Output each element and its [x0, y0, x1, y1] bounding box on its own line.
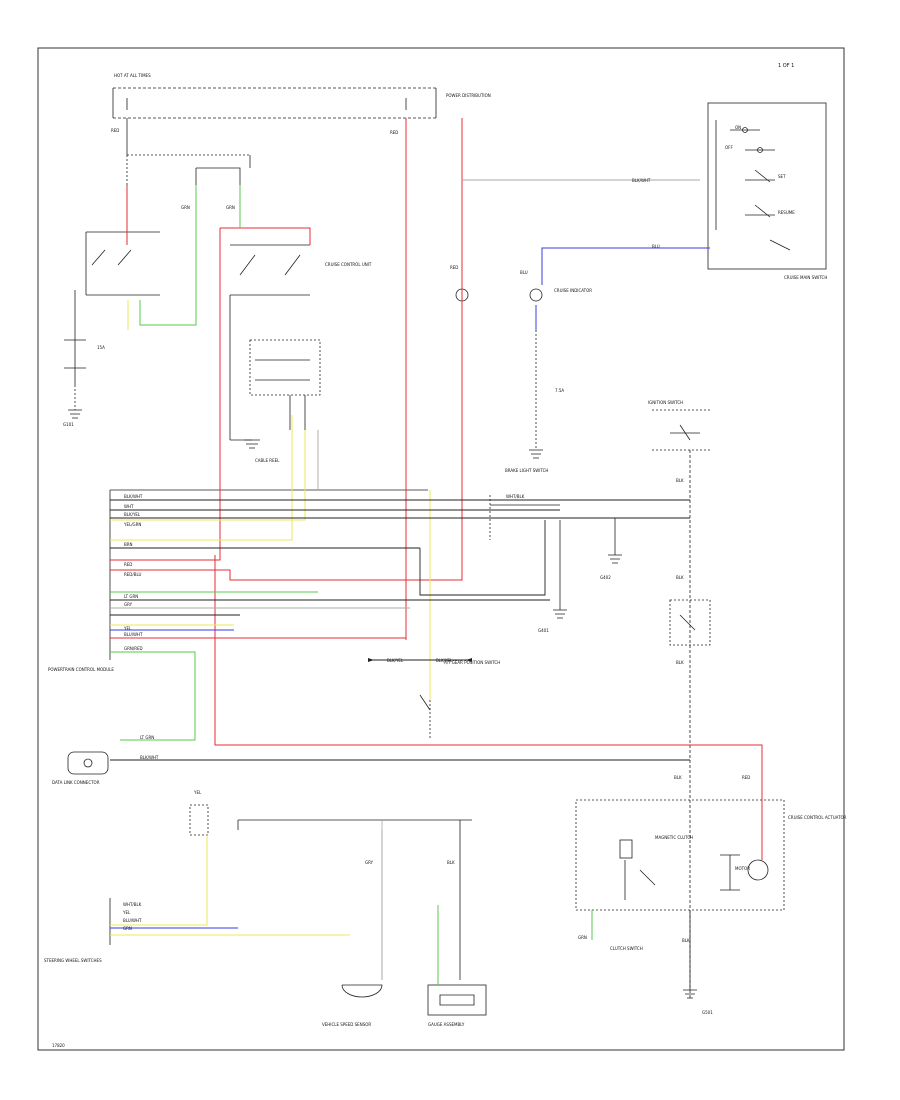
- page-reference: 1 OF 1: [778, 63, 795, 69]
- cruise-relay: [229, 244, 310, 449]
- label-resume: RESUME: [778, 210, 795, 215]
- wire-label-12: GRN/RED: [124, 646, 143, 651]
- label-off: OFF: [725, 145, 733, 150]
- wire-label-6: RED: [124, 562, 133, 567]
- wire-label-17: BLU: [652, 244, 660, 249]
- wire-label-20: WHT/BLK: [123, 902, 142, 907]
- wire-label-14: LT GRN: [140, 735, 155, 740]
- wire-label-10: YEL: [124, 626, 132, 631]
- label-a-t-gear-position: A/T GEAR POSITION SWITCH: [444, 660, 501, 665]
- label-data-link-connector: DATA LINK CONNECTOR: [52, 780, 100, 785]
- diagram-border: [37, 47, 845, 1051]
- label-ground-g401: G401: [538, 628, 549, 633]
- wire-label-39: BLK: [682, 938, 690, 943]
- wire-label-27: GRN: [226, 205, 235, 210]
- wire-label-5: BRN: [124, 542, 133, 547]
- label-pcm: POWERTRAIN CONTROL MODULE: [48, 667, 114, 672]
- gauge-connectors: [237, 819, 487, 1016]
- wires-green: [110, 185, 593, 985]
- pcm-connector: [109, 489, 428, 660]
- wire-label-4: YEL/GRN: [124, 522, 142, 527]
- wire-label-30: BLK: [676, 478, 684, 483]
- control-box: [249, 339, 321, 430]
- power-distribution: [112, 87, 437, 119]
- wire-label-38: GRN: [578, 935, 587, 940]
- dlc: [67, 751, 109, 775]
- label-actuator-motor: MOTOR: [735, 866, 750, 871]
- wire-label-2: WHT: [124, 504, 134, 509]
- cruise-main-switch: [707, 102, 827, 270]
- label-cruise-control-unit: CRUISE CONTROL UNIT: [325, 262, 372, 267]
- label-ignition-switch: IGNITION SWITCH: [648, 400, 684, 405]
- label-fuse-7-5a: 7.5A: [555, 388, 565, 393]
- wire-label-8: LT GRN: [124, 594, 139, 599]
- label-gauge-assembly: GAUGE ASSEMBLY: [428, 1022, 465, 1027]
- label-on: ON: [735, 125, 742, 130]
- wire-label-34: RED: [742, 775, 751, 780]
- wire-label-37: BLK: [447, 860, 455, 865]
- wire-label-7: RED/BLU: [124, 572, 142, 577]
- label-set: SET: [778, 174, 786, 179]
- wire-label-31: BLK: [676, 575, 684, 580]
- brake-indicator: [455, 180, 543, 459]
- label-steering-wheel-switches: STEERING WHEEL SWITCHES: [44, 958, 102, 963]
- wires-red: [110, 118, 763, 860]
- wire-label-32: BLK: [676, 660, 684, 665]
- wire-label-11: BLU/WHT: [124, 632, 143, 637]
- center-connectors: [419, 495, 622, 740]
- wire-label-23: GRN: [123, 926, 132, 931]
- label-vehicle-speed-sensor: VEHICLE SPEED SENSOR: [322, 1022, 372, 1027]
- gauge-lower-connector: [109, 804, 209, 945]
- wire-label-13: WHT/BLK: [506, 494, 525, 499]
- ignition-relay: [669, 599, 711, 646]
- label-clutch-switch: CLUTCH SWITCH: [610, 946, 643, 951]
- wire-label-24: RED: [111, 128, 120, 133]
- main-relay: [64, 231, 160, 419]
- wires-black: [110, 499, 690, 761]
- wire-label-33: BLK: [674, 775, 682, 780]
- wire-label-3: BLK/YEL: [124, 512, 141, 517]
- label-cruise-actuator: CRUISE CONTROL ACTUATOR: [788, 815, 847, 820]
- label-cruise-main-switch: CRUISE MAIN SWITCH: [784, 275, 828, 280]
- center-arrows: [368, 658, 472, 662]
- label-cruise-indicator: CRUISE INDICATOR: [554, 288, 593, 293]
- wire-label-22: BLU/WHT: [123, 918, 142, 923]
- wire-label-36: GRY: [365, 860, 374, 865]
- wire-label-9: GRY: [124, 602, 133, 607]
- wire-label-1: BLK/WHT: [124, 494, 143, 499]
- label-ground-g101: G101: [63, 422, 74, 427]
- diagram-id: 17820: [52, 1043, 65, 1048]
- label-ground-g501: G501: [702, 1010, 713, 1015]
- cruise-actuator: [575, 799, 785, 999]
- wire-label-28: RED: [450, 265, 459, 270]
- wires-gray: [110, 179, 700, 980]
- label-cable-reel: CABLE REEL: [255, 458, 280, 463]
- wires-blue: [110, 247, 710, 929]
- wire-label-35: YEL: [194, 790, 202, 795]
- wire-label-18: BLK/YEL: [387, 658, 404, 663]
- label-power-distribution: POWER DISTRIBUTION: [446, 93, 491, 98]
- label-ground-g402: G402: [600, 575, 611, 580]
- wire-label-26: GRN: [181, 205, 190, 210]
- wire-label-15: BLK/WHT: [140, 755, 159, 760]
- fuse-left: [126, 118, 251, 185]
- wire-label-16: BLK/WHT: [632, 178, 651, 183]
- wire-label-29: BLU: [520, 270, 528, 275]
- wire-label-25: RED: [390, 130, 399, 135]
- label-magnetic-clutch: MAGNETIC CLUTCH: [655, 835, 694, 840]
- wire-label-21: YEL: [123, 910, 131, 915]
- label-brake-light-switch: BRAKE LIGHT SWITCH: [505, 468, 549, 473]
- ignition-switch: [652, 409, 712, 1000]
- label-hot-at-all-times: HOT AT ALL TIMES: [114, 73, 151, 78]
- wire-label-19: BLK/YEL: [436, 658, 453, 663]
- label-fuse-15a: 15A: [97, 345, 105, 350]
